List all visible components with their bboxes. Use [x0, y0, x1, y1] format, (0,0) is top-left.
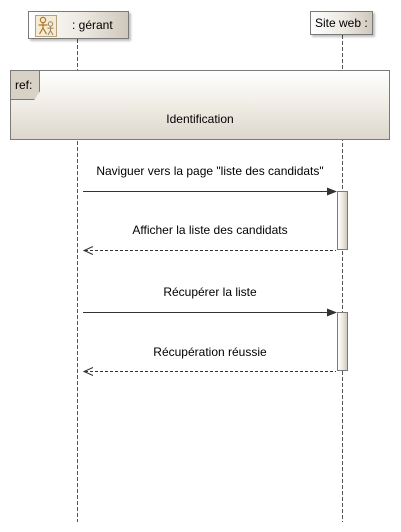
message-arrow-2 — [82, 246, 336, 255]
message-label-2: Afficher la liste des candidats — [132, 223, 288, 237]
ref-tag — [11, 71, 40, 100]
ref-tag-label: ref: — [15, 78, 33, 92]
message-label-4: Récupération réussie — [153, 345, 267, 359]
lifeline-label-site-web: Site web : — [315, 16, 368, 30]
message-arrow-4 — [82, 367, 336, 376]
actor-icon — [35, 15, 57, 37]
message-label-1: Naviguer vers la page "liste des candida… — [96, 164, 324, 178]
lifeline-label-gerant: : gérant — [72, 18, 113, 32]
message-label-3: Récupérer la liste — [163, 285, 257, 299]
ref-frame-identification[interactable]: ref: Identification — [10, 70, 390, 140]
message-arrow-3 — [83, 308, 337, 317]
activation-bar-2 — [337, 312, 348, 371]
lifeline-head-site-web[interactable]: Site web : — [310, 11, 373, 35]
message-arrow-1 — [83, 187, 337, 196]
lifeline-head-gerant[interactable]: : gérant — [28, 11, 129, 39]
ref-title: Identification — [166, 112, 234, 126]
activation-bar-1 — [337, 191, 348, 250]
